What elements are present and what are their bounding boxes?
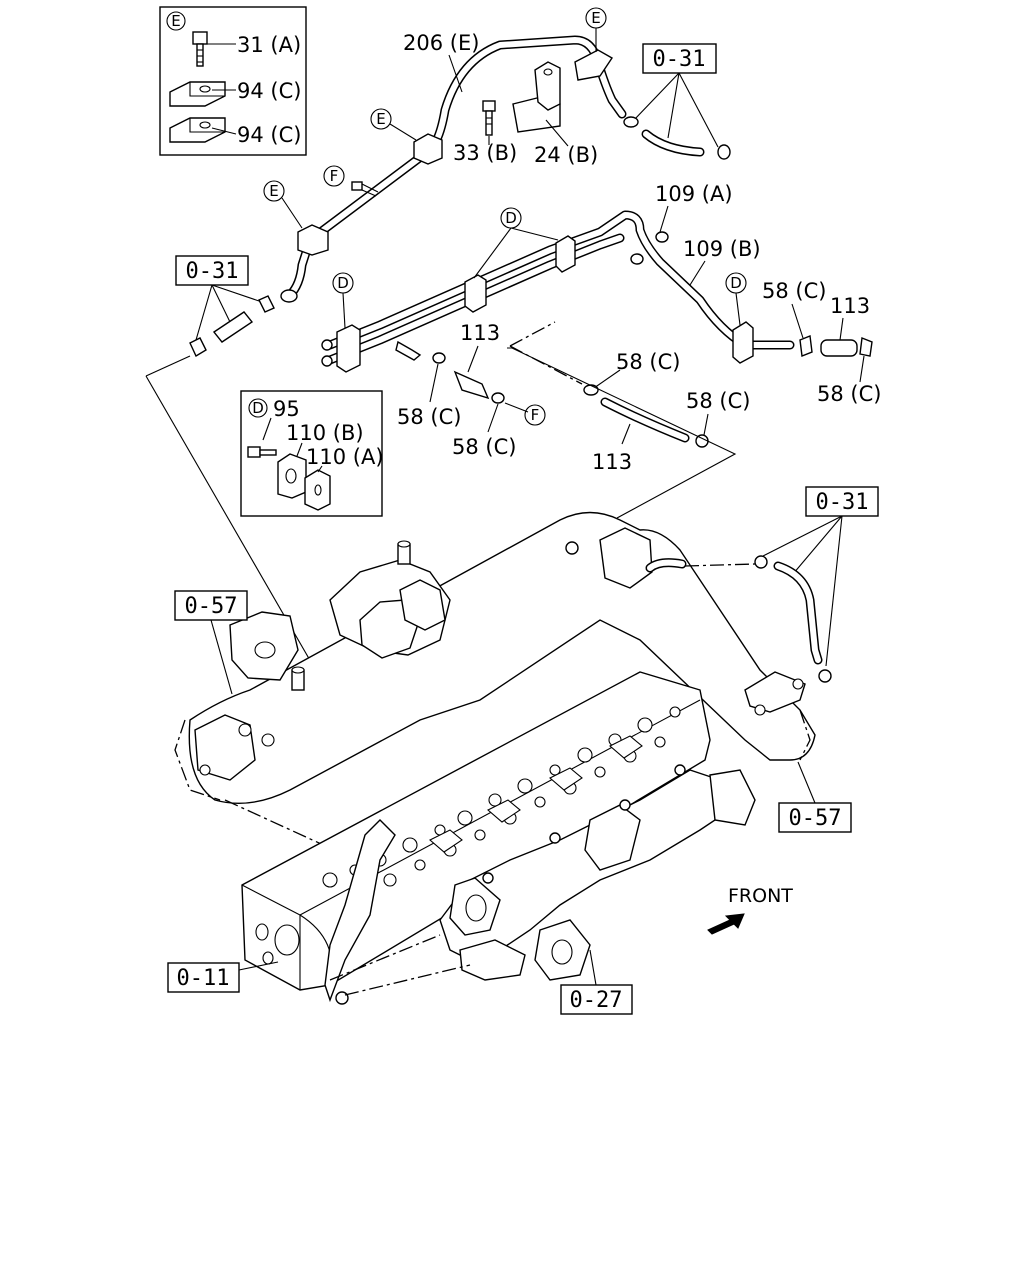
clamp-110a-icon	[304, 469, 331, 511]
ref-031-right[interactable]: 0-31	[816, 490, 869, 515]
label-33b: 33 (B)	[453, 141, 517, 165]
clamp-94c-top-icon	[169, 81, 226, 107]
intake-manifold	[324, 764, 756, 1005]
inset-d-circle-label: D	[252, 399, 264, 417]
circle-e-top-right: E	[591, 9, 600, 27]
label-113-mid: 113	[460, 321, 500, 345]
label-94c-top: 94 (C)	[237, 79, 301, 103]
label-31a: 31 (A)	[237, 33, 301, 57]
inset-e-box: E 31 (A) 94 (C) 94 (C)	[159, 6, 307, 156]
circle-f-lower: F	[531, 406, 540, 424]
bracket-24b-icon	[512, 61, 561, 133]
hose-031-right-icon	[754, 555, 832, 683]
hose-031-left-icon	[189, 295, 275, 358]
hose-113-lower-icon	[583, 384, 709, 448]
circle-e-left: E	[269, 182, 278, 200]
ref-box-027[interactable]	[560, 984, 633, 1015]
inset-e-circle-label: E	[171, 12, 180, 30]
front-label: FRONT	[728, 885, 793, 907]
ref-031-top[interactable]: 0-31	[653, 47, 706, 72]
label-110a: 110 (A)	[306, 445, 384, 469]
label-95: 95	[273, 397, 300, 421]
ref-057-right[interactable]: 0-57	[789, 806, 842, 831]
ref-031-left[interactable]: 0-31	[186, 259, 239, 284]
bolt-31a-icon	[192, 31, 208, 67]
label-109b: 109 (B)	[683, 237, 761, 261]
hose-113-mid-icon	[432, 352, 505, 404]
fuel-rail-109	[321, 210, 795, 373]
circle-e-mid: E	[376, 110, 385, 128]
label-58c-mid-top: 58 (C)	[616, 350, 680, 374]
circle-f-top: F	[330, 167, 339, 185]
circle-d-right: D	[730, 274, 742, 292]
front-arrow-icon	[707, 913, 745, 935]
hose-031-top-icon	[623, 116, 731, 160]
ref-box-031-right[interactable]	[805, 486, 879, 517]
clamp-110b-icon	[277, 453, 307, 499]
hose-113-right-icon	[799, 335, 873, 357]
label-110b: 110 (B)	[286, 421, 364, 445]
ref-box-031-top[interactable]	[642, 43, 717, 74]
label-58c-right-top: 58 (C)	[762, 279, 826, 303]
ref-027[interactable]: 0-27	[570, 988, 623, 1013]
bolt-95-icon	[247, 446, 277, 458]
exhaust-manifold	[188, 511, 816, 805]
ref-057-left[interactable]: 0-57	[185, 594, 238, 619]
label-94c-bottom: 94 (C)	[237, 123, 301, 147]
label-113-right: 113	[830, 294, 870, 318]
label-58c-lower-right: 58 (C)	[686, 389, 750, 413]
label-58c-mid-left: 58 (C)	[397, 405, 461, 429]
bolt-33b-icon	[482, 100, 496, 136]
label-24b: 24 (B)	[534, 143, 598, 167]
label-58c-mid-bottom: 58 (C)	[452, 435, 516, 459]
label-58c-right-bottom: 58 (C)	[817, 382, 881, 406]
label-206e: 206 (E)	[403, 31, 479, 55]
inset-d-box: D 95 110 (B) 110 (A)	[240, 390, 384, 517]
ref-box-057-left[interactable]	[174, 590, 248, 621]
label-113-lower: 113	[592, 450, 632, 474]
bolt-f-icon	[351, 181, 379, 197]
ref-box-057-right[interactable]	[778, 802, 852, 833]
circle-d-top: D	[505, 209, 517, 227]
clamp-94c-bottom-icon	[169, 117, 226, 143]
label-109a: 109 (A)	[655, 182, 733, 206]
ref-011[interactable]: 0-11	[177, 966, 230, 991]
pipe-206e	[280, 35, 627, 303]
ref-box-011[interactable]	[167, 962, 240, 993]
circle-d-left: D	[337, 274, 349, 292]
